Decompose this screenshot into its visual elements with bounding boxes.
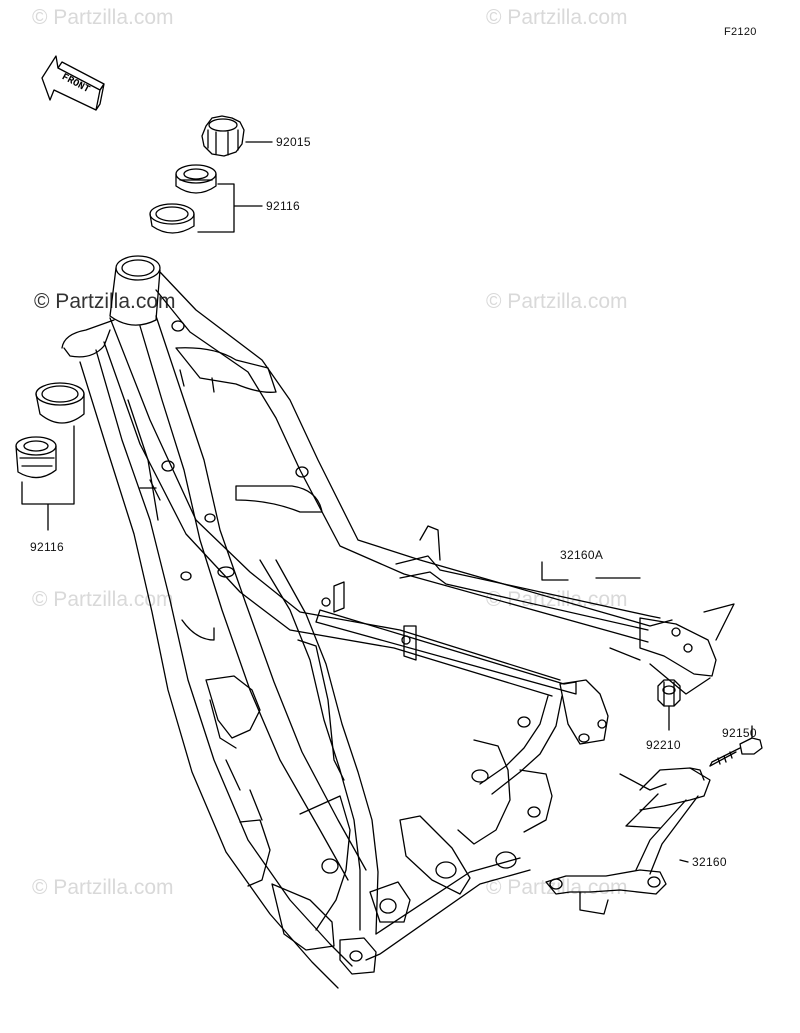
- part-label[interactable]: 92150: [722, 726, 757, 740]
- nut: [657, 679, 681, 707]
- upper-race: [149, 203, 195, 234]
- part-label[interactable]: 92116: [266, 199, 300, 213]
- front-arrow-icon: FRONT: [41, 55, 105, 111]
- watermark: © Partzilla.com: [34, 290, 176, 313]
- lower-race: [35, 382, 85, 424]
- watermark: © Partzilla.com: [32, 588, 174, 611]
- bolt: [709, 737, 763, 767]
- rear-subframe: [395, 525, 735, 695]
- lower-bearing: [15, 436, 57, 479]
- watermark: © Partzilla.com: [32, 6, 174, 29]
- part-label[interactable]: 92116: [30, 540, 64, 554]
- watermark: © Partzilla.com: [486, 290, 628, 313]
- head-tube: [61, 255, 161, 358]
- watermark: © Partzilla.com: [486, 6, 628, 29]
- figure-code: F2120: [724, 26, 757, 38]
- part-label[interactable]: 32160: [692, 855, 727, 869]
- steering-stem-nut: [201, 115, 245, 157]
- part-label[interactable]: 32160A: [560, 548, 604, 562]
- watermark: © Partzilla.com: [32, 876, 174, 899]
- side-bracket: [545, 767, 711, 915]
- upper-bearing: [175, 164, 217, 194]
- part-label[interactable]: 92210: [646, 738, 681, 752]
- part-label[interactable]: 92015: [276, 135, 311, 149]
- watermark: © Partzilla.com: [486, 876, 628, 899]
